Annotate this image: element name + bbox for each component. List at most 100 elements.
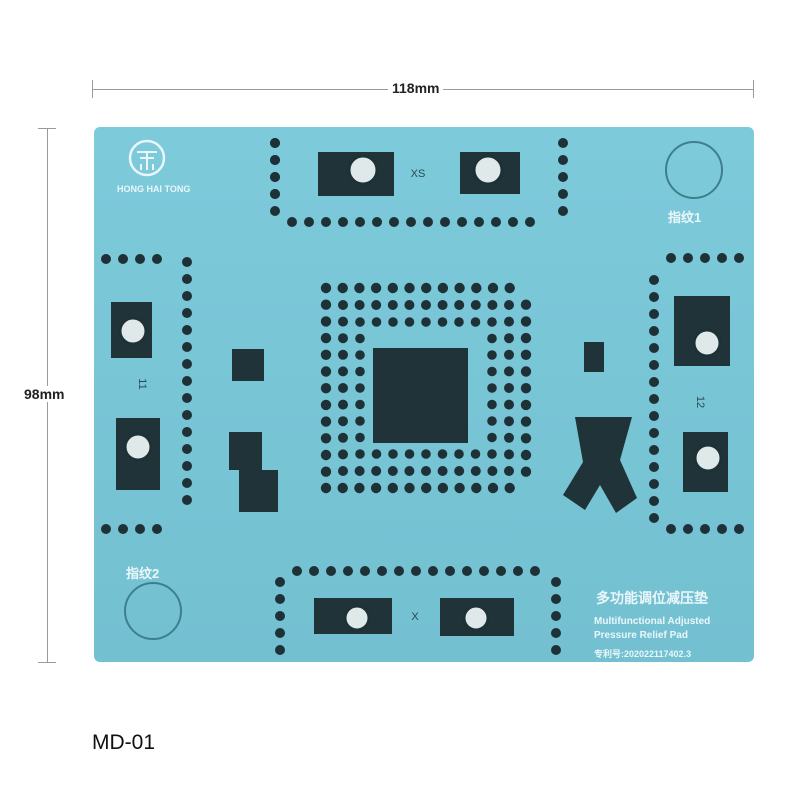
- hole-dot: [387, 300, 398, 310]
- hole-dot: [337, 282, 348, 294]
- hole-dot: [491, 217, 501, 227]
- width-label: 118mm: [388, 80, 444, 96]
- hole-dot: [101, 254, 111, 264]
- hole-dot: [371, 449, 382, 459]
- hole-dot: [320, 299, 332, 310]
- hole-dot: [437, 300, 448, 310]
- hole-dot: [275, 577, 285, 587]
- hole-dot: [152, 524, 162, 534]
- slot-label-top: XS: [411, 168, 426, 180]
- hole-dot: [320, 449, 332, 461]
- hole-dot: [394, 566, 404, 576]
- hole-dot: [649, 496, 659, 506]
- hole-dot: [649, 275, 659, 285]
- hole-dot: [504, 466, 514, 476]
- hole-dot: [454, 449, 464, 459]
- hole-dot: [649, 513, 659, 523]
- hole-dot: [487, 383, 497, 393]
- hole-dot: [487, 333, 497, 344]
- hole-dot: [354, 466, 365, 476]
- hole-dot: [387, 466, 398, 476]
- hole-dot: [370, 482, 382, 494]
- hole-dot: [404, 282, 415, 294]
- hole-dot: [508, 217, 518, 227]
- hole-dot: [666, 253, 676, 263]
- hole-dot: [320, 383, 332, 394]
- hole-dot: [487, 449, 497, 459]
- hole-dot: [513, 566, 523, 576]
- fingerprint-1-circle: [665, 141, 723, 199]
- hole-dot: [530, 566, 540, 576]
- hole-dot: [270, 155, 280, 165]
- hole-dot: [700, 524, 710, 534]
- hole-dot: [421, 282, 432, 294]
- hole-dot: [182, 274, 192, 284]
- hole-dot: [320, 282, 332, 294]
- hole-dot: [520, 433, 532, 444]
- hole-dot: [520, 366, 532, 377]
- hole-dot: [326, 566, 336, 576]
- hole-dot: [471, 282, 482, 294]
- hole-dot: [338, 399, 348, 410]
- hole-dot: [649, 292, 659, 302]
- hole-dot: [520, 383, 532, 394]
- hole-dot: [520, 316, 532, 327]
- hole-dot: [355, 317, 365, 327]
- hole-dot: [437, 482, 449, 494]
- hole-dot: [309, 566, 319, 576]
- hole-dot: [487, 482, 499, 494]
- hole-dot: [520, 466, 532, 477]
- hole-dot: [504, 482, 515, 494]
- hole-dot: [354, 482, 365, 494]
- slot-circle: [123, 432, 153, 462]
- hole-dot: [558, 155, 568, 165]
- hole-dot: [487, 300, 498, 310]
- hole-dot: [338, 316, 348, 327]
- hole-dot: [182, 257, 192, 267]
- hole-dot: [421, 466, 431, 476]
- hole-dot: [320, 349, 332, 360]
- hole-dot: [118, 524, 128, 534]
- hole-dot: [558, 189, 568, 199]
- hole-dot: [355, 432, 365, 443]
- hole-dot: [182, 410, 192, 420]
- hole-dot: [551, 628, 561, 638]
- hole-dot: [649, 462, 659, 472]
- hole-dot: [504, 416, 514, 427]
- hole-dot: [411, 566, 421, 576]
- hole-dot: [320, 399, 332, 411]
- title-en-line-2: Pressure Relief Pad: [594, 630, 688, 641]
- hole-dot: [354, 300, 365, 310]
- hole-dot: [182, 325, 192, 335]
- hole-dot: [421, 300, 431, 310]
- hole-dot: [551, 577, 561, 587]
- hole-dot: [649, 394, 659, 404]
- slot-circle: [343, 604, 371, 632]
- hole-dot: [338, 366, 348, 377]
- hole-dot: [504, 333, 514, 344]
- hole-dot: [389, 217, 399, 227]
- hole-dot: [437, 317, 448, 327]
- hole-dot: [355, 449, 365, 459]
- hole-dot: [404, 466, 415, 476]
- patent-number: 专利号:202022117402.3: [594, 648, 691, 659]
- hole-dot: [337, 482, 348, 494]
- hole-dot: [371, 466, 382, 476]
- hole-dot: [423, 217, 433, 227]
- hole-dot: [520, 299, 532, 310]
- hole-dot: [649, 445, 659, 455]
- hole-dot: [388, 449, 398, 459]
- hole-dot: [700, 253, 710, 263]
- hole-dot: [320, 466, 332, 477]
- hole-dot: [404, 449, 415, 459]
- hole-dot: [504, 432, 514, 443]
- hole-dot: [182, 359, 192, 369]
- hole-dot: [666, 524, 676, 534]
- hole-dot: [471, 482, 482, 494]
- hole-dot: [182, 342, 192, 352]
- hole-dot: [135, 524, 145, 534]
- hole-dot: [275, 611, 285, 621]
- hole-dot: [437, 282, 449, 294]
- hole-dot: [649, 377, 659, 387]
- hole-dot: [487, 399, 497, 410]
